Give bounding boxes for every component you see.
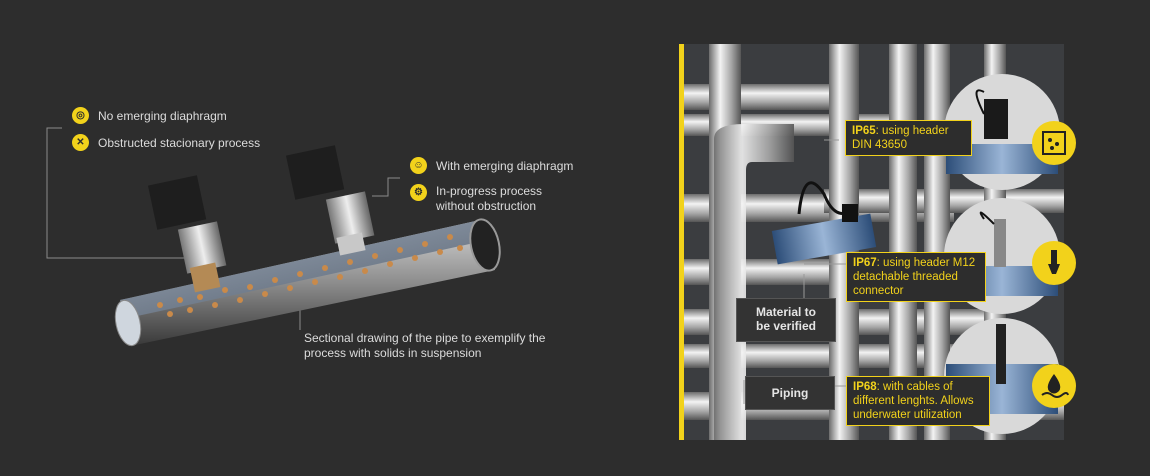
piping-label: Piping	[745, 376, 835, 410]
legend-no-diaphragm: ◎ No emerging diaphragm	[72, 107, 227, 124]
legend-in-progress: ⚙ In-progress process without obstructio…	[410, 184, 542, 214]
accent-bar	[679, 44, 684, 440]
obstructed-icon: ✕	[72, 134, 89, 151]
ip67-callout: IP67: using header M12 detachable thread…	[846, 252, 986, 302]
sensor-icon	[1032, 241, 1076, 285]
no-diaphragm-icon: ◎	[72, 107, 89, 124]
pipe-caption: Sectional drawing of the pipe to exempli…	[304, 331, 546, 360]
emerging-diaphragm-icon: ☺	[410, 157, 427, 174]
panel-icon	[1032, 121, 1076, 165]
pipe-sectional-drawing	[114, 145, 501, 347]
legend-emerging-diaphragm: ☺ With emerging diaphragm	[410, 157, 573, 174]
legend-obstructed: ✕ Obstructed stacionary process	[72, 134, 260, 151]
gear-icon: ⚙	[410, 184, 427, 201]
water-drop-icon	[1032, 364, 1076, 408]
material-label: Material to be verified	[736, 298, 836, 342]
ip68-callout: IP68: with cables of different lenghts. …	[846, 376, 990, 426]
ip65-callout: IP65: using header DIN 43650	[845, 120, 972, 156]
